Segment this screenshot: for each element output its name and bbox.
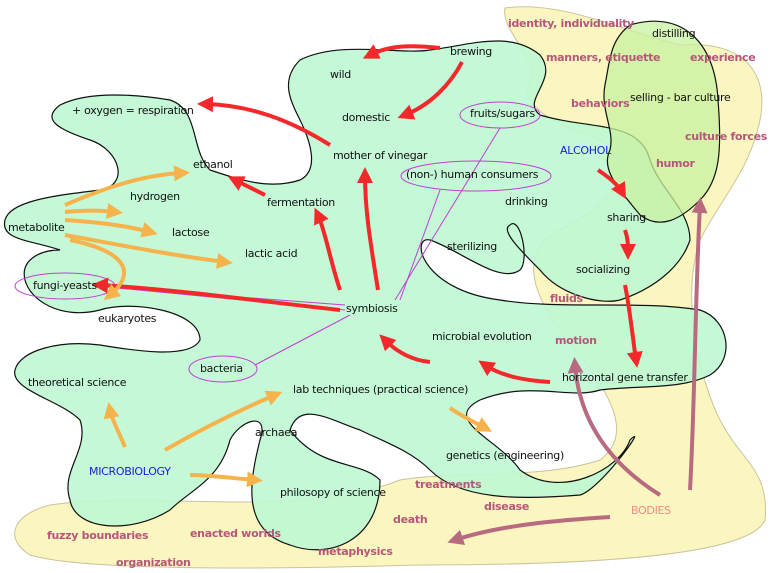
label-microbiology: MICROBIOLOGY [89, 465, 171, 478]
label-domestic: domestic [342, 111, 390, 124]
label-bodies: BODIES [631, 504, 671, 517]
label-genetics: genetics (engineering) [446, 449, 564, 462]
orange-arrows [64, 165, 493, 488]
label-treatments: treatments [415, 478, 482, 491]
label-bacteria: bacteria [200, 362, 243, 375]
label-microbial-evolution: microbial evolution [432, 330, 532, 343]
label-disease: disease [484, 500, 529, 513]
label-philosophy-of-science: philosopy of science [280, 486, 386, 499]
label-motion: motion [555, 334, 597, 347]
label-experience: experience [690, 51, 756, 64]
label-archaea: archaea [255, 426, 298, 439]
label-eukaryotes: eukaryotes [98, 312, 157, 325]
label-fluids: fluids [550, 292, 583, 305]
label-fermentation: fermentation [267, 196, 335, 209]
label-organization: organization [116, 556, 191, 569]
label-hydrogen: hydrogen [130, 190, 180, 203]
label-alcohol: ALCOHOL [560, 144, 611, 157]
science-region-bar-culture [603, 20, 721, 223]
label-metaphysics: metaphysics [318, 545, 393, 558]
link-lines [14, 101, 552, 383]
label-brewing: brewing [450, 45, 492, 58]
label-culture-forces: culture forces [685, 130, 768, 143]
label-symbiosis: symbiosis [346, 302, 398, 315]
label-sterilizing: sterilizing [447, 240, 497, 253]
label-lactic-acid: lactic acid [245, 247, 298, 260]
label-behaviors: behaviors [571, 97, 630, 110]
label-mother-of-vinegar: mother of vinegar [333, 149, 428, 162]
label-distilling: distilling [652, 27, 696, 40]
label-wild: wild [330, 68, 351, 81]
body-arrows [447, 197, 708, 546]
label-theoretical-science: theoretical science [28, 376, 127, 389]
label-lactose: lactose [172, 226, 210, 239]
label-horizontal-gene-transfer: horizontal gene transfer [562, 371, 688, 384]
label-ethanol: ethanol [193, 158, 233, 171]
red-arrows [92, 44, 643, 384]
label-oxygen-respiration: + oxygen = respiration [72, 104, 194, 117]
label-sharing: sharing [607, 211, 646, 224]
label-fuzzy-boundaries: fuzzy boundaries [47, 529, 149, 542]
label-manners: manners, etiquette [546, 51, 661, 64]
label-drinking: drinking [505, 195, 548, 208]
label-death: death [393, 513, 428, 526]
label-fungi-yeasts: fungi-yeasts [33, 279, 97, 292]
label-human-consumers: (non-) human consumers [406, 168, 539, 181]
label-enacted-worlds: enacted worlds [190, 527, 281, 540]
label-fruits-sugars: fruits/sugars [470, 107, 535, 120]
label-selling-bar-culture: selling - bar culture [630, 91, 731, 104]
label-identity: identity, individuality [508, 17, 634, 30]
label-humor: humor [656, 157, 695, 170]
label-lab-techniques: lab techniques (practical science) [293, 383, 469, 396]
label-metabolite: metabolite [8, 221, 65, 234]
label-socializing: socializing [576, 263, 630, 276]
